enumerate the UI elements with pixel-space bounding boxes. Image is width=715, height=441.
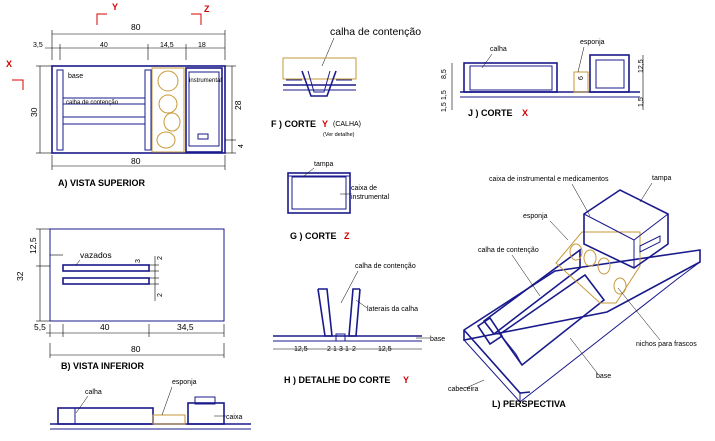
sub-calha: (CALHA) [333, 121, 361, 128]
label-calha: calha de contenção [66, 100, 119, 106]
label-base-detalhe: base [430, 336, 445, 343]
label-base: base [68, 73, 83, 80]
title-corte-y: F ) CORTE [271, 119, 316, 129]
label-instrumental-z: instrumental [351, 194, 390, 201]
label-cabeceira: cabeceira [448, 386, 478, 393]
dim-5-5: 5,5 [34, 322, 46, 332]
marker-x-left [12, 79, 24, 90]
dim-28: 28 [233, 100, 243, 110]
view-detalhe-y: calha de contenção laterais da calha bas… [273, 263, 445, 385]
dim-80-bottom: 80 [131, 156, 141, 166]
label-calha-corte-y: calha de contenção [330, 26, 421, 38]
label-base-perspectiva: base [596, 373, 611, 380]
label-esponja-lateral: esponja [172, 379, 197, 386]
dim-40b: 40 [100, 322, 110, 332]
label-calha-perspectiva: calha de contenção [478, 247, 539, 254]
dim-32: 32 [15, 271, 25, 281]
label-laterais: laterais da calha [367, 306, 418, 313]
dim-12-5: 12,5 [28, 237, 38, 254]
dim-30: 30 [29, 107, 39, 117]
title-vista-superior: A) VISTA SUPERIOR [58, 178, 146, 188]
dim-d-2a: 2 [327, 346, 331, 353]
marker-corte-x: X [522, 108, 528, 118]
dim-3: 3 [135, 259, 142, 263]
dim-d-3: 3 [339, 346, 343, 353]
label-calha-lateral: calha [85, 389, 102, 396]
dim-4: 4 [238, 144, 245, 148]
dim-x-8-5: 8,5 [441, 69, 448, 79]
label-esponja-perspectiva: esponja [523, 213, 548, 220]
marker-y-top [96, 13, 107, 25]
view-corte-y: calha de contenção F ) CORTE Y (CALHA) (… [271, 26, 421, 138]
label-nichos: nichos para frascos [636, 341, 697, 348]
marker-corte-y: Y [322, 119, 328, 129]
dim-d-1b: 1 [345, 346, 349, 353]
title-perspectiva: L) PERSPECTIVA [492, 399, 566, 409]
dim-40: 40 [100, 42, 108, 49]
view-superior: Y Z X 80 3,5 40 14,5 18 base calha de co… [6, 2, 245, 188]
note-ver-detalhe: (Ver detalhe) [323, 132, 355, 138]
view-inferior: vazados 12,5 32 3 2 2 5,5 40 34,5 80 B) … [15, 228, 225, 371]
view-lateral: calha esponja caixa [50, 379, 251, 430]
dim-d-1a: 1 [333, 346, 337, 353]
dim-80-top: 80 [131, 22, 141, 32]
view-corte-x: calha esponja 8,5 1,5 1,5 6 12,5 1,5 J )… [441, 39, 645, 118]
view-perspectiva: caixa de instrumental e medicamentos tam… [448, 175, 701, 409]
dim-80-inferior: 80 [131, 344, 141, 354]
marker-y-label: Y [112, 2, 118, 12]
dim-34-5: 34,5 [177, 322, 194, 332]
dim-3-5: 3,5 [33, 42, 43, 49]
label-caixa-lateral: caixa [226, 414, 242, 421]
view-corte-z: tampa caixa de instrumental G ) CORTE Z [287, 161, 390, 241]
label-caixa-z: caixa de [351, 185, 377, 192]
dim-14-5: 14,5 [160, 42, 174, 49]
dim-x-12-5: 12,5 [638, 59, 645, 73]
base-outline [51, 65, 226, 154]
dim-d-2b: 2 [352, 346, 356, 353]
label-calha-detalhe: calha de contenção [355, 263, 416, 270]
dim-18: 18 [198, 42, 206, 49]
marker-z-top [191, 13, 202, 25]
title-corte-x: J ) CORTE [468, 108, 513, 118]
dim-x-1-5a: 1,5 [441, 90, 448, 100]
dim-2b: 2 [157, 293, 164, 297]
marker-z-label: Z [204, 4, 210, 14]
title-vista-inferior: B) VISTA INFERIOR [61, 361, 145, 371]
title-corte-z: G ) CORTE [290, 231, 337, 241]
title-detalhe: H ) DETALHE DO CORTE [284, 375, 390, 385]
vazado-2 [62, 277, 150, 285]
dim-d-12-5a: 12,5 [294, 346, 308, 353]
marker-x-label: X [6, 59, 12, 69]
marker-corte-z: Z [344, 231, 350, 241]
marker-detalhe: Y [403, 375, 409, 385]
label-tampa-z: tampa [314, 161, 334, 168]
label-tampa-perspectiva: tampa [652, 175, 672, 182]
dim-x-6: 6 [578, 76, 585, 80]
label-vazados: vazados [80, 250, 112, 260]
label-instrumental: instrumental [189, 78, 222, 84]
label-calha-x: calha [490, 46, 507, 53]
dim-d-12-5b: 12,5 [378, 346, 392, 353]
label-esponja-x: esponja [580, 39, 605, 46]
dim-2a: 2 [157, 256, 164, 260]
inferior-outline [49, 228, 225, 322]
vazado-1 [62, 264, 150, 272]
label-caixa-perspectiva: caixa de instrumental e medicamentos [489, 176, 609, 183]
dim-x-1-5b: 1,5 [441, 102, 448, 112]
dim-x-1-5c: 1,5 [638, 97, 645, 107]
